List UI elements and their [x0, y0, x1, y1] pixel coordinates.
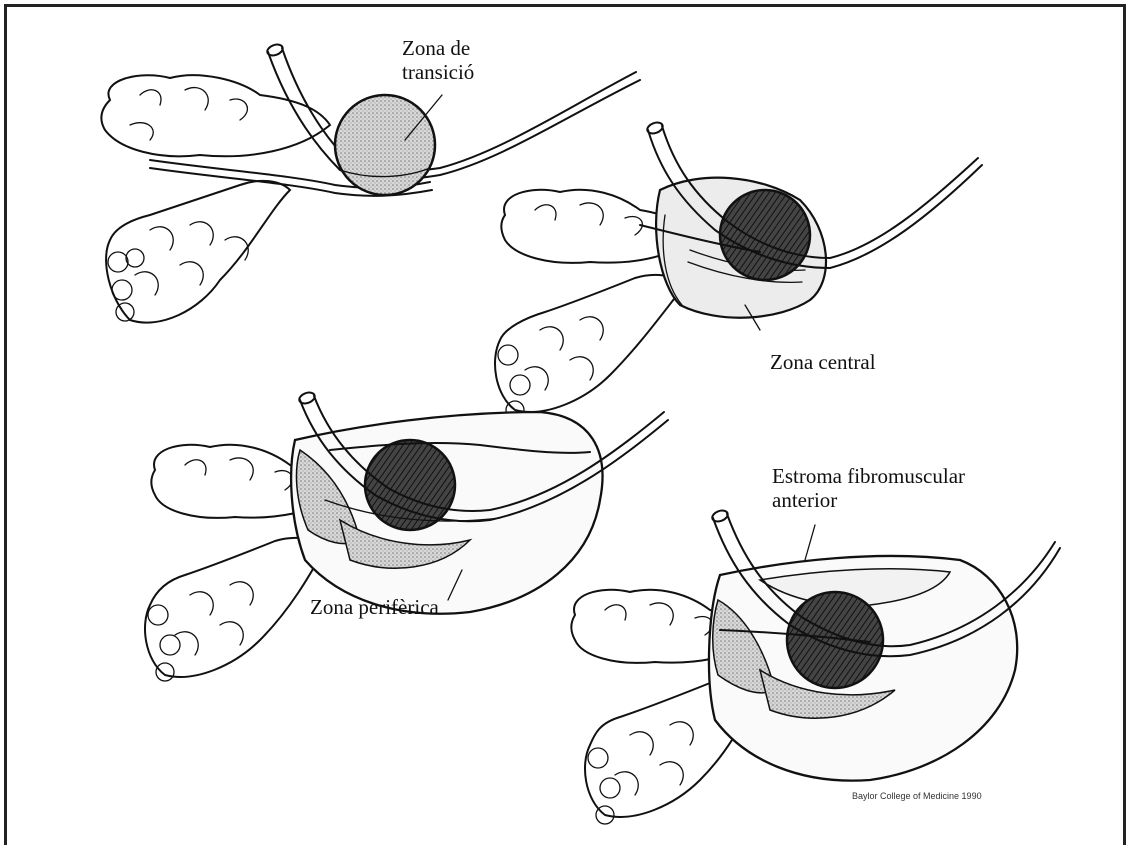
credit-text: Baylor College of Medicine 1990	[852, 791, 982, 801]
panel-central-zone	[495, 121, 982, 419]
vas-deferens	[106, 181, 290, 323]
label-transition-zone-line2: transició	[402, 60, 474, 84]
label-transition-zone: Zona de transició	[402, 36, 474, 84]
label-anterior-stroma-line1: Estroma fibromuscular	[772, 464, 965, 488]
panel-anterior-stroma	[571, 509, 1060, 824]
panel-transition-zone	[101, 43, 640, 323]
label-anterior-stroma: Estroma fibromuscular anterior	[772, 464, 965, 512]
label-central-zone: Zona central	[770, 350, 876, 374]
seminal-vesicle	[101, 75, 330, 156]
label-anterior-stroma-line2: anterior	[772, 488, 965, 512]
label-transition-zone-line1: Zona de	[402, 36, 474, 60]
transition-zone-sphere	[335, 95, 435, 195]
label-peripheral-zone: Zona perifèrica	[310, 595, 439, 619]
leader-stroma	[805, 525, 815, 560]
